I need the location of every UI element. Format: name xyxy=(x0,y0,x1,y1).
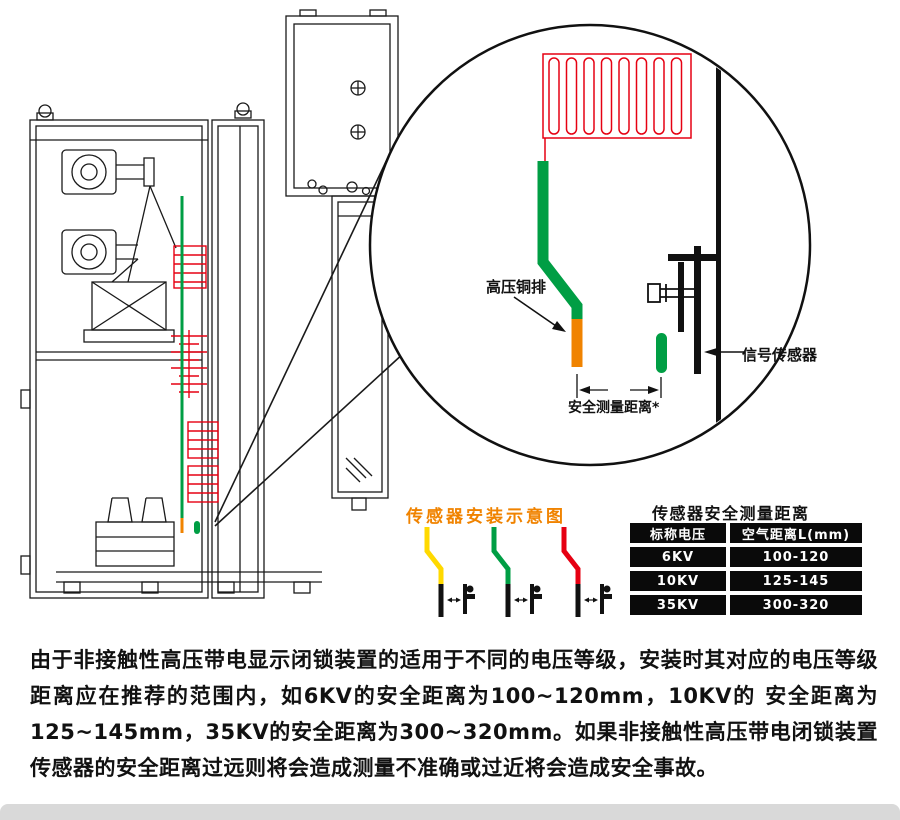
install-diagram-green xyxy=(491,527,542,617)
cabinet-wall-line xyxy=(716,27,721,463)
magnifier-content xyxy=(537,27,721,463)
sensor-arrow-icon xyxy=(704,348,717,356)
busbar-arrow-icon xyxy=(552,321,566,332)
table-cell-distance: 300-320 xyxy=(730,595,862,615)
distance-table: 标称电压 空气距离L(mm) 6KV 100-120 10KV 125-145 … xyxy=(630,523,862,615)
bellows-insulator xyxy=(542,53,692,161)
description-paragraph: 由于非接触性高压带电显示闭锁装置的适用于不同的电压等级，安装时其对应的电压等级距… xyxy=(30,648,878,780)
bottom-divider xyxy=(0,804,900,820)
distance-table-title: 传感器安全测量距离 xyxy=(652,504,810,523)
table-cell-distance: 125-145 xyxy=(730,571,862,591)
install-diagram-title: 传感器安装示意图 xyxy=(406,507,566,527)
table-cell-distance: 100-120 xyxy=(730,547,862,567)
hv-busbar-label: 高压铜排 xyxy=(486,278,547,296)
signal-sensor-label: 信号传感器 xyxy=(742,346,818,364)
label-arrows xyxy=(513,296,744,356)
magnifier-callout-lines xyxy=(214,150,406,527)
table-cell-voltage: 6KV xyxy=(630,547,726,567)
table-header-voltage: 标称电压 xyxy=(630,523,726,543)
table-cell-voltage: 10KV xyxy=(630,571,726,591)
dimension-arrow-right-icon xyxy=(648,386,659,394)
technical-diagram xyxy=(20,9,812,617)
safe-distance-label: 安全测量距离* xyxy=(568,400,660,416)
table-header-distance: 空气距离L(mm) xyxy=(730,523,862,543)
hv-copper-busbar xyxy=(537,161,583,321)
install-diagram-red xyxy=(561,527,612,617)
install-diagram-yellow xyxy=(424,527,475,617)
cabinet-red-components xyxy=(171,245,219,503)
signal-sensor-body xyxy=(656,333,667,373)
table-cell-voltage: 35KV xyxy=(630,595,726,615)
dimension-arrow-left-icon xyxy=(579,386,590,394)
cabinet-drawing xyxy=(20,9,399,599)
bolt-icon xyxy=(647,283,694,303)
cabinet-busbar-wire xyxy=(180,196,200,534)
install-diagrams xyxy=(424,527,612,617)
